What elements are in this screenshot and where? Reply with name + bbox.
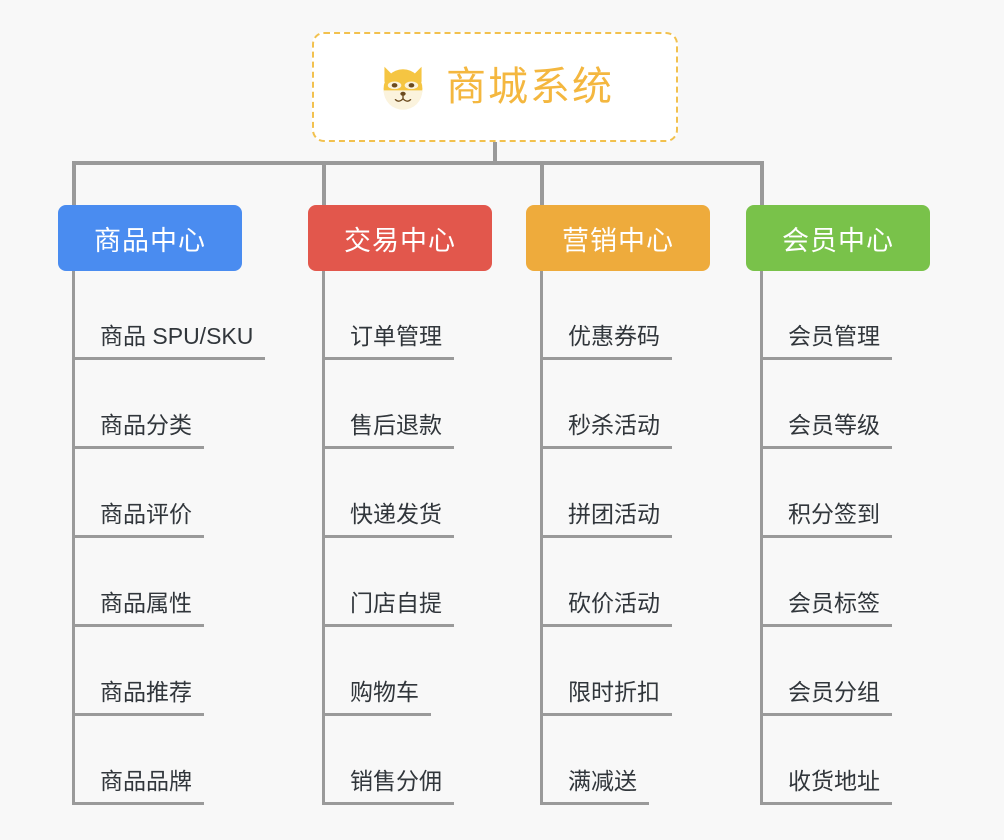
leaf-underline [760,535,892,538]
branch-drop-3 [540,161,544,205]
branch-spine [72,271,75,805]
leaf-label: 收货地址 [788,768,880,794]
leaf-label: 砍价活动 [568,590,660,616]
leaf-label: 限时折扣 [568,679,660,705]
leaf-underline [72,713,204,716]
leaf-underline [322,535,454,538]
leaf-label: 商品评价 [100,501,192,527]
leaf-underline [760,624,892,627]
leaf-underline [540,713,672,716]
leaf-underline [760,357,892,360]
leaf-label: 售后退款 [350,412,442,438]
leaf-label: 积分签到 [788,501,880,527]
branch-drop-4 [760,161,764,205]
leaf-label: 商品属性 [100,590,192,616]
leaf-underline [540,535,672,538]
category-box-2[interactable]: 交易中心 [308,205,492,271]
leaf-label: 会员标签 [788,590,880,616]
leaf-label: 快递发货 [350,501,442,527]
category-label: 交易中心 [344,225,456,256]
category-label: 商品中心 [94,225,206,256]
root-title: 商城系统 [446,65,614,109]
leaf-label: 订单管理 [350,323,442,349]
leaf-underline [322,357,454,360]
branch-drop-2 [322,161,326,205]
leaf-underline [72,802,204,805]
leaf-underline [322,446,454,449]
leaf-underline [760,802,892,805]
leaf-label: 满减送 [568,768,637,794]
branch-spine [760,271,763,805]
leaf-label: 会员管理 [788,323,880,349]
leaf-label: 商品品牌 [100,768,192,794]
leaf-label: 会员分组 [788,679,880,705]
horizontal-bus [72,161,764,165]
leaf-label: 购物车 [350,679,419,705]
root-stem [493,142,497,165]
category-box-4[interactable]: 会员中心 [746,205,930,271]
leaf-underline [322,624,454,627]
leaf-underline [540,624,672,627]
leaf-underline [760,713,892,716]
leaf-label: 秒杀活动 [568,412,660,438]
leaf-label: 商品分类 [100,412,192,438]
leaf-label: 优惠券码 [568,323,660,349]
leaf-label: 商品推荐 [100,679,192,705]
root-node[interactable]: 商城系统 [312,32,678,142]
branch-spine [322,271,325,805]
leaf-underline [540,446,672,449]
leaf-underline [322,802,454,805]
leaf-label: 会员等级 [788,412,880,438]
leaf-underline [540,357,672,360]
leaf-underline [72,357,265,360]
category-label: 营销中心 [562,225,674,256]
category-box-1[interactable]: 商品中心 [58,205,242,271]
leaf-underline [540,802,649,805]
shiba-dog-icon [383,66,423,110]
category-box-3[interactable]: 营销中心 [526,205,710,271]
category-label: 会员中心 [782,225,894,256]
leaf-underline [72,535,204,538]
branch-spine [540,271,543,805]
branch-drop-1 [72,161,76,205]
leaf-label: 拼团活动 [568,501,660,527]
leaf-underline [72,446,204,449]
leaf-label: 商品 SPU/SKU [100,323,254,349]
leaf-label: 销售分佣 [350,768,442,794]
leaf-underline [760,446,892,449]
leaf-label: 门店自提 [350,590,442,616]
leaf-underline [72,624,204,627]
leaf-underline [322,713,431,716]
